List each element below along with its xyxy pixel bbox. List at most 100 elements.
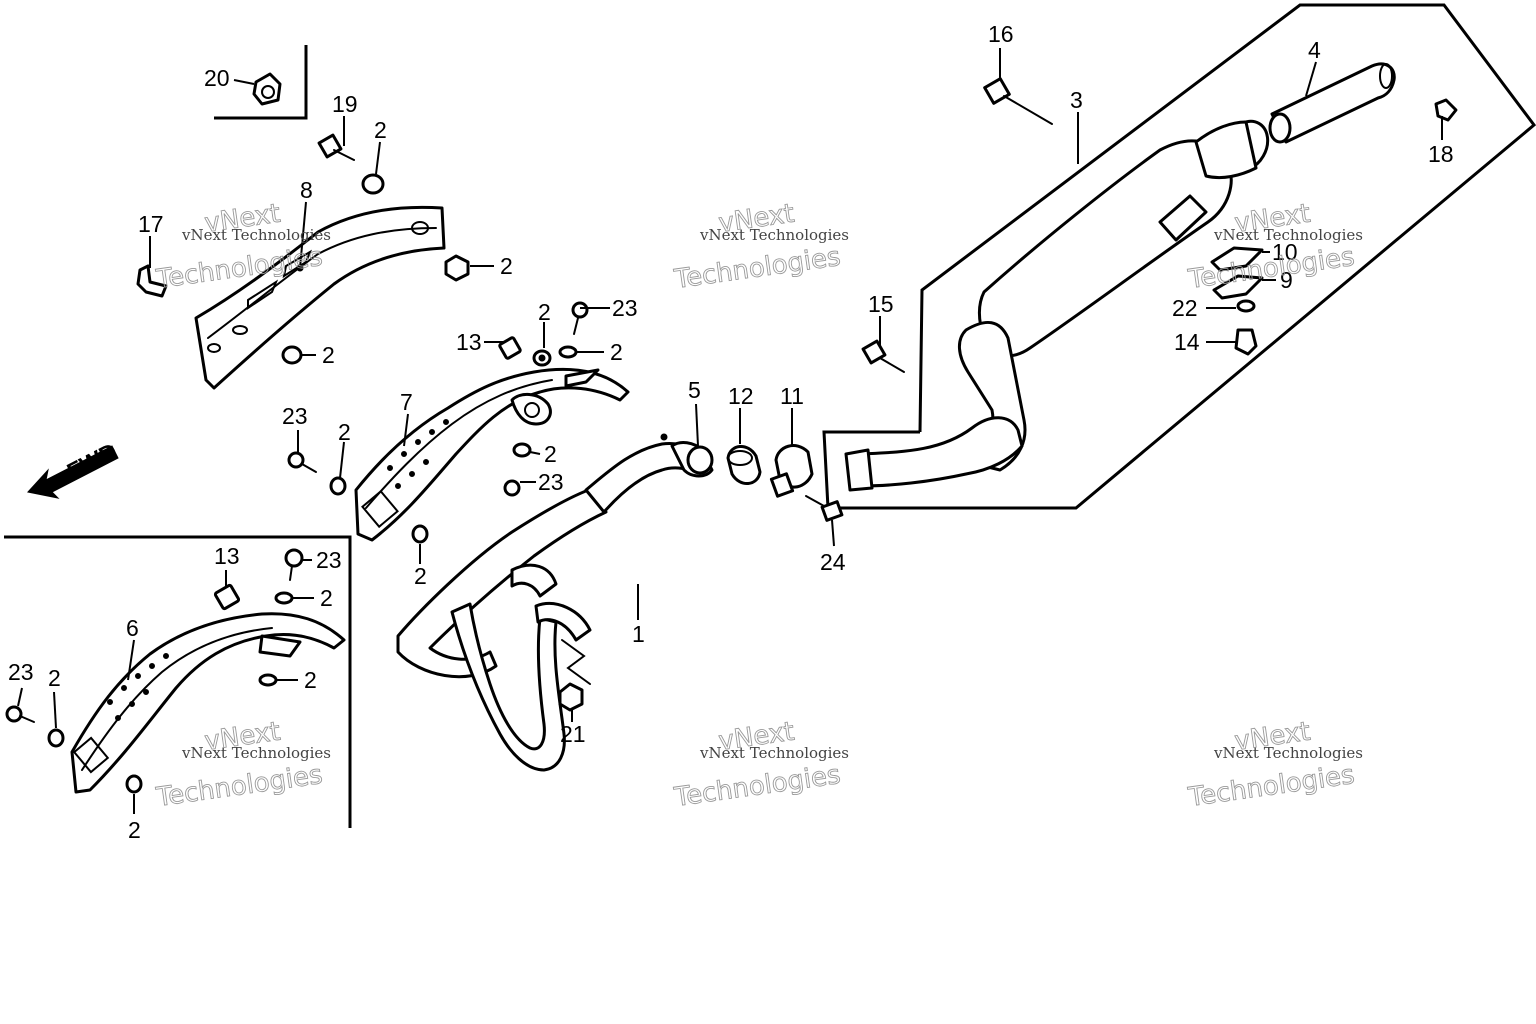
callout-2: 2 [128,817,141,843]
callout-2: 2 [304,667,317,693]
leader-lines [17,48,1443,814]
callout-2: 2 [48,665,61,691]
callout-17: 17 [138,211,164,237]
callout-23: 23 [538,469,564,495]
callout-22: 22 [1172,295,1198,321]
callout-2: 2 [320,585,333,611]
fwd-label: FWD [63,438,121,485]
washer-2-e [558,345,578,359]
callout-2: 2 [538,299,551,325]
callout-15: 15 [868,291,894,317]
bolt-16 [983,77,1053,125]
heat-shield-upper [194,205,446,390]
callout-23: 23 [282,403,308,429]
callout-24: 24 [820,549,846,575]
bolt-18 [1434,98,1458,122]
callout-2: 2 [610,339,623,365]
callout-4: 4 [1308,37,1321,63]
callout-13: 13 [456,329,482,355]
callout-numbers: 20 19 2 8 17 2 2 13 2 23 2 7 23 2 2 23 2… [8,21,1454,843]
washer-2-l [125,774,143,794]
spacer-lower [213,583,241,611]
svg-text:vNext Technologies: vNext Technologies [181,226,331,244]
callout-14: 14 [1174,329,1200,355]
spacer-upper [498,336,522,360]
washer-22 [1236,299,1256,313]
callout-5: 5 [688,377,701,403]
plate-10 [1210,246,1264,272]
callout-16: 16 [988,21,1014,47]
washer-2-k [47,728,65,748]
svg-text:Technologies: Technologies [1186,760,1357,813]
fwd-arrow-icon [27,445,119,499]
callout-13: 13 [214,543,240,569]
callout-10: 10 [1272,239,1298,265]
washer-2-h [411,524,429,544]
callout-19: 19 [332,91,358,117]
washer-2-g [329,476,347,496]
watermark-5: vNext Technologies vNext Technologies [671,716,849,813]
svg-text:vNext Technologies: vNext Technologies [181,744,331,762]
watermark-2: vNext Technologies vNext Technologies [671,198,849,295]
callout-23: 23 [8,659,34,685]
heat-shield-lower [70,612,346,794]
washer-2-d [532,349,552,367]
callout-23: 23 [316,547,342,573]
washer-2-f [512,442,532,458]
washer-2-a [361,173,385,195]
nut-21 [558,682,584,712]
bolt-17 [136,264,168,298]
callout-18: 18 [1428,141,1454,167]
callout-3: 3 [1070,87,1083,113]
washer-2-j [258,673,278,687]
callout-20: 20 [204,65,230,91]
svg-text:Technologies: Technologies [154,760,325,813]
callout-12: 12 [728,383,754,409]
bolt-23-e [5,705,35,723]
callout-2: 2 [500,253,513,279]
callout-2: 2 [544,441,557,467]
svg-text:Technologies: Technologies [672,242,843,295]
muffler [844,119,1270,492]
callout-2: 2 [414,563,427,589]
bolt-19 [317,133,355,161]
watermark-4: vNext Technologies vNext Technologies [153,716,331,813]
svg-text:vNext Technologies: vNext Technologies [1213,226,1363,244]
callout-11: 11 [780,383,804,409]
fwd-direction-indicator: FWD [27,438,121,499]
bolt-23-b [287,451,317,473]
exhaust-gasket [670,441,714,478]
washer-2-i [274,591,294,605]
small-parts-corner-outline [214,45,308,120]
svg-text:Technologies: Technologies [672,760,843,813]
joint-collar [726,445,762,485]
washer-2-b [444,254,470,282]
watermark-6: vNext Technologies vNext Technologies [1185,716,1363,813]
callout-8: 8 [300,177,313,203]
callout-2: 2 [374,117,387,143]
heat-shield-middle [354,367,630,542]
left-guard-outline [4,535,352,828]
washer-2-c [281,345,303,365]
bolt-23-d [284,548,304,581]
muffler-group-outline [822,3,1536,510]
svg-text:vNext Technologies: vNext Technologies [699,226,849,244]
callout-6: 6 [126,615,139,641]
svg-text:vNext Technologies: vNext Technologies [699,744,849,762]
bolt-15 [861,339,905,373]
callout-1: 1 [632,621,645,647]
callout-23: 23 [612,295,638,321]
callout-21: 21 [560,721,586,747]
bolt-23-c [503,479,521,497]
callout-2: 2 [322,342,335,368]
callout-9: 9 [1280,267,1293,293]
svg-text:vNext Technologies: vNext Technologies [1213,744,1363,762]
bolt-24 [805,495,844,522]
plug-14 [1234,328,1258,356]
callout-2: 2 [338,419,351,445]
callout-7: 7 [400,389,413,415]
pipe-clamp [769,444,814,498]
cap-nut-20 [252,72,282,106]
